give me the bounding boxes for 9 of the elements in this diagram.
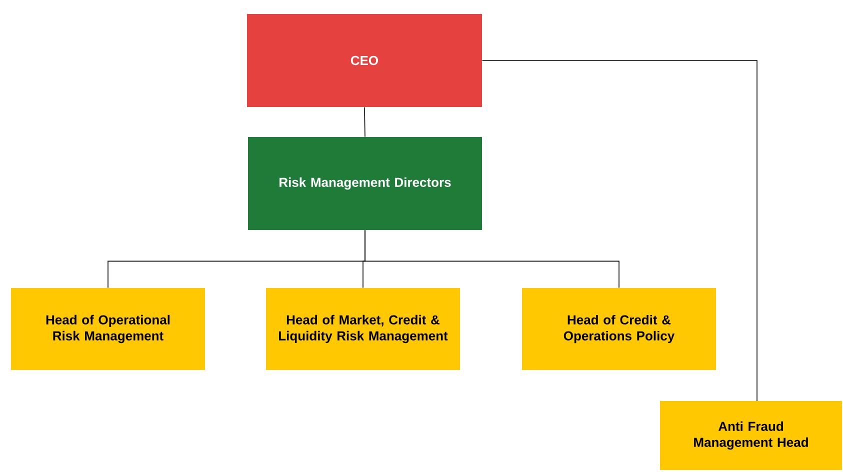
department-box: Head of Operational Risk Management: [11, 288, 205, 370]
connector-line: [364, 106, 366, 138]
connector-line: [364, 230, 620, 288]
department-box: Anti Fraud Management Head: [660, 401, 842, 470]
director-box: Risk Management Directors: [248, 137, 482, 230]
executive-box: CEO: [247, 14, 482, 107]
connector-line: [482, 60, 758, 402]
department-box: Head of Market, Credit & Liquidity Risk Management: [266, 288, 460, 370]
department-box: Head of Credit & Operations Policy: [522, 288, 716, 370]
